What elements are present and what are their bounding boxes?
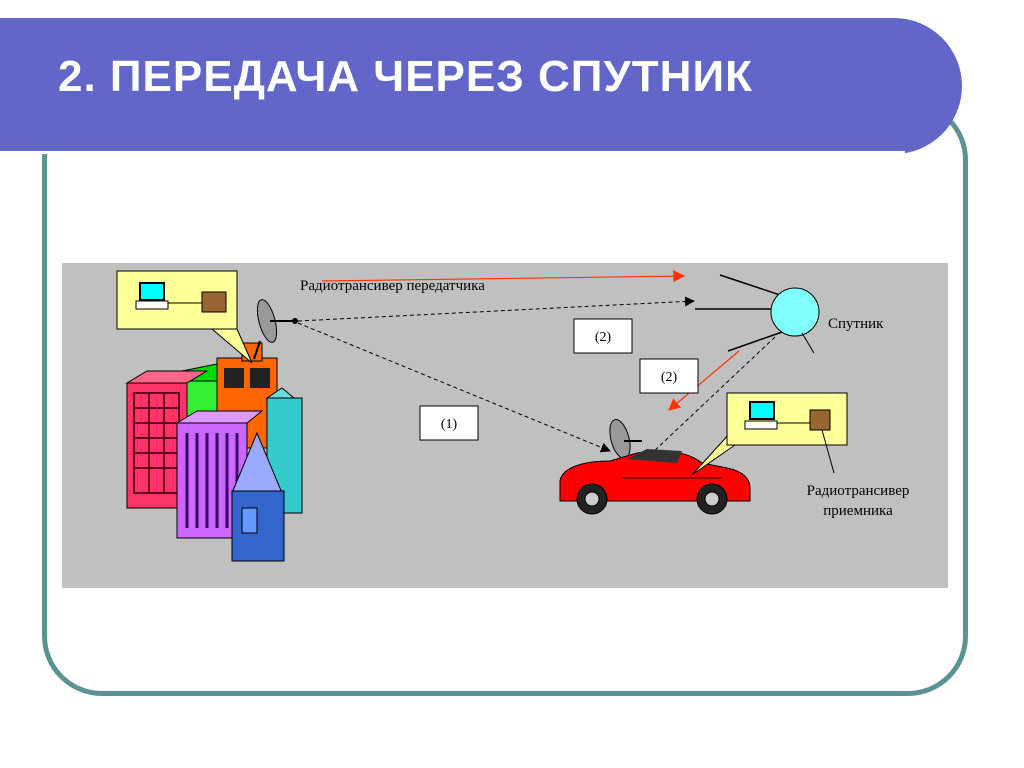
city-buildings: [125, 342, 303, 562]
path1-label: (1): [441, 417, 458, 432]
receiver-bubble: [691, 392, 848, 476]
title-underline: [0, 151, 905, 154]
transmitter-label: Радиотрансивер передатчика: [300, 278, 485, 294]
path2a-label: (2): [595, 330, 612, 345]
diagram-canvas: Радиотрансивер передатчика Спутник Радио…: [116, 270, 910, 562]
path2a-box: [573, 318, 633, 354]
path2b-label: (2): [661, 370, 678, 385]
transmitter-dish: [253, 299, 298, 360]
signal-paths: [297, 270, 776, 454]
receiver-label-line2: приемника: [823, 503, 893, 519]
path2b-box: [639, 358, 699, 394]
satellite-label: Спутник: [828, 316, 884, 332]
receiver-label-line1: Радиотрансивер: [807, 483, 910, 499]
transmitter-bubble: [116, 270, 253, 364]
title-bar: [0, 18, 962, 154]
satellite: [695, 274, 820, 354]
path1-box: [419, 405, 479, 441]
car: [559, 449, 751, 515]
slide-title: 2. ПЕРЕДАЧА ЧЕРЕЗ СПУТНИК: [58, 52, 753, 101]
satellite-diagram: Радиотрансивер передатчика Спутник Радио…: [62, 263, 948, 588]
